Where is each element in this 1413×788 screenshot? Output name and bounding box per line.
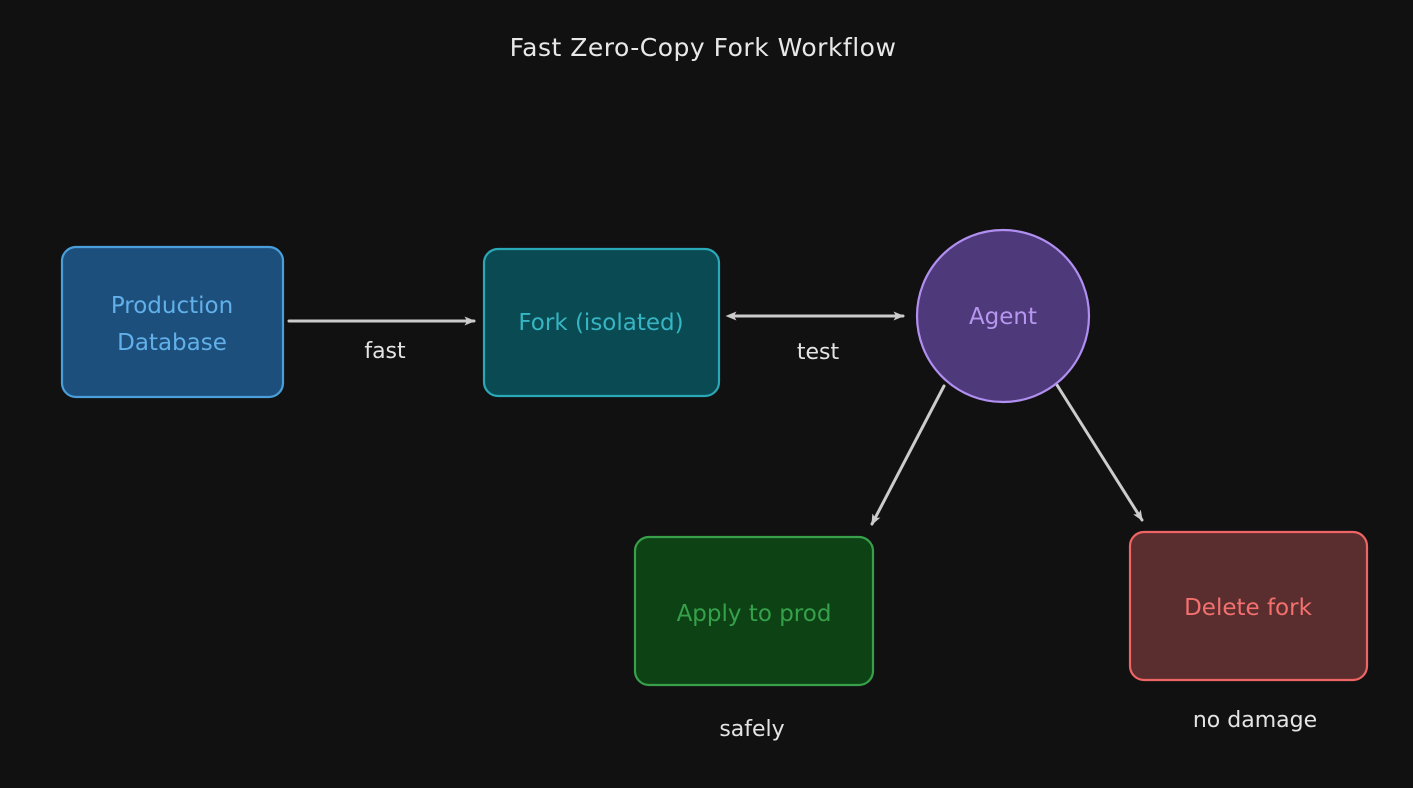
node-fork-isolated[interactable]: Fork (isolated) (482, 247, 721, 398)
edge-fork-to-agent: test (725, 311, 905, 365)
page-title: Fast Zero-Copy Fork Workflow (510, 33, 897, 62)
edge-label-test: test (797, 340, 840, 365)
node-label-fork-isolated: Fork (isolated) (518, 310, 683, 336)
edge-agent-to-apply: safely (719, 384, 946, 742)
edge-line-agent-apply (870, 384, 946, 526)
node-label-production-database-line1: Production (111, 293, 233, 319)
node-shape-fork-isolated[interactable] (482, 247, 721, 398)
node-shape-production-database[interactable] (60, 245, 285, 399)
node-label-agent: Agent (969, 304, 1037, 330)
node-shape-agent[interactable] (915, 228, 1091, 404)
node-shape-delete-fork[interactable] (1128, 530, 1369, 682)
node-delete-fork[interactable]: Delete fork (1128, 530, 1369, 682)
edge-label-no-damage: no damage (1193, 708, 1317, 733)
edge-agent-to-delete: no damage (1055, 383, 1317, 733)
node-label-delete-fork: Delete fork (1184, 595, 1313, 621)
node-agent[interactable]: Agent (915, 228, 1091, 404)
node-apply-to-prod[interactable]: Apply to prod (633, 535, 875, 687)
edge-label-fast: fast (364, 339, 406, 364)
node-production-database[interactable]: Production Database (60, 245, 285, 399)
edge-prod-to-fork: fast (287, 316, 476, 364)
node-shape-apply-to-prod[interactable] (633, 535, 875, 687)
edge-label-safely: safely (719, 717, 784, 742)
node-label-apply-to-prod: Apply to prod (677, 601, 832, 627)
node-label-production-database-line2: Database (117, 330, 227, 356)
edge-line-agent-delete (1055, 383, 1144, 522)
